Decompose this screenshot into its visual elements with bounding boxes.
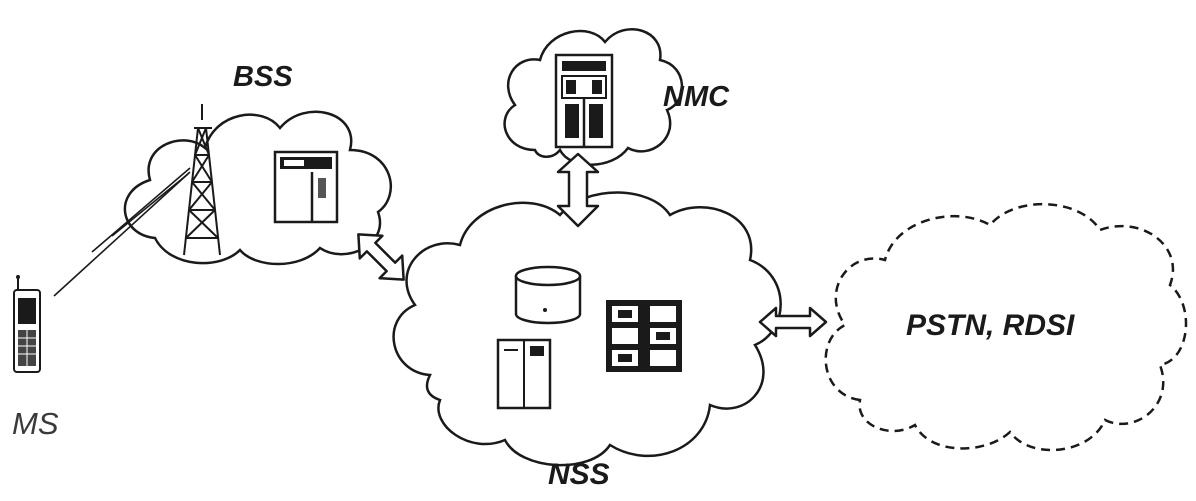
- nmc-terminal-icon: [554, 53, 614, 149]
- bsc-cabinet-icon: [273, 150, 339, 224]
- nmc-label: NMC: [663, 81, 730, 113]
- nss-label: NSS: [548, 458, 610, 491]
- switch-cabinet-icon: [496, 338, 552, 410]
- nss-pstn-double-arrow: [758, 306, 828, 338]
- database-cylinder-icon: [514, 265, 582, 325]
- pstn-rdsi-cloud: [824, 203, 1188, 452]
- radio-link: [53, 167, 191, 297]
- mobile-phone-icon: [13, 275, 41, 373]
- nmc-nss-double-arrow: [556, 152, 600, 228]
- bss-nss-double-arrow: [357, 233, 405, 281]
- bss-label: BSS: [233, 61, 293, 93]
- antenna-tower-icon: [183, 104, 221, 256]
- nss-cloud: [392, 191, 782, 467]
- pstn-rdsi-label: PSTN, RDSI: [906, 309, 1075, 342]
- bss-cloud: [123, 110, 393, 266]
- msc-grid-icon: [606, 300, 682, 372]
- ms-label: MS: [12, 406, 59, 441]
